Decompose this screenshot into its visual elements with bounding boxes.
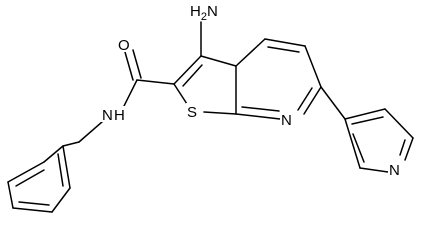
bond-ph-4	[12, 207, 53, 213]
bond-py-inner-3	[352, 133, 365, 163]
bond-py-inner-2	[399, 139, 406, 156]
amine-n: N	[207, 3, 218, 20]
bond-c6-n7-inner	[297, 87, 313, 111]
bond-c3-c3a	[200, 55, 237, 67]
bond-c-o-double-a	[124, 51, 134, 81]
bond-c2-c3-inner	[182, 64, 203, 87]
bond-c4-c5	[264, 38, 306, 47]
bond-ph-6	[62, 145, 71, 189]
bond-py-3	[404, 137, 414, 161]
bond-ph-2	[7, 161, 45, 183]
amine-h: H	[190, 3, 201, 20]
bond-c6-pyridyl	[320, 86, 346, 120]
bond-ph-inner-2	[18, 201, 50, 206]
amine-text: H2N	[190, 3, 218, 23]
bond-ch2-phenyl	[62, 141, 80, 147]
bond-c2-ccarbonyl	[136, 79, 175, 85]
bond-ph-inner-3	[57, 153, 64, 187]
bond-c6-n7	[303, 86, 322, 115]
bond-c7a-n7-inner	[241, 106, 280, 112]
amide-hydrogen-label: H	[114, 107, 125, 124]
pyridine-nitrogen-label: N	[281, 112, 292, 129]
molecule-diagram: H2N O N H S N N	[7, 2, 414, 213]
bond-ph-inner-1	[15, 169, 45, 187]
amine-label: H2N	[188, 2, 218, 23]
bond-c4-c5-inner	[267, 46, 300, 53]
bond-py-4	[359, 167, 389, 173]
amine-subscript: 2	[201, 11, 207, 23]
bond-py-1	[344, 108, 386, 120]
bond-c2-c3	[173, 55, 202, 85]
pyridyl-nitrogen-label: N	[389, 162, 400, 179]
bond-c-n-amide	[123, 79, 138, 107]
bond-c3a-c4	[235, 38, 266, 67]
thiophene-sulfur-label: S	[187, 104, 197, 121]
bond-ph-3	[7, 181, 14, 209]
bond-py-2	[384, 108, 414, 139]
bond-c-o-double-b	[132, 49, 142, 79]
bond-py-5	[344, 118, 361, 169]
structure-canvas: H2N O N H S N N	[7, 2, 414, 213]
atom-labels: H2N O N H S N N	[101, 2, 402, 179]
carbonyl-oxygen-label: O	[118, 37, 130, 54]
bond-n7-c7a	[235, 113, 281, 120]
bond-py-inner-1	[351, 116, 384, 125]
bond-ph-1	[43, 145, 64, 163]
bond-c5-c6	[304, 45, 322, 88]
bond-c7a-s	[203, 111, 237, 115]
bonds	[7, 21, 414, 213]
bond-s-c2	[173, 83, 188, 105]
bond-ph-5	[51, 187, 71, 213]
amide-nitrogen-label: N	[102, 107, 113, 124]
